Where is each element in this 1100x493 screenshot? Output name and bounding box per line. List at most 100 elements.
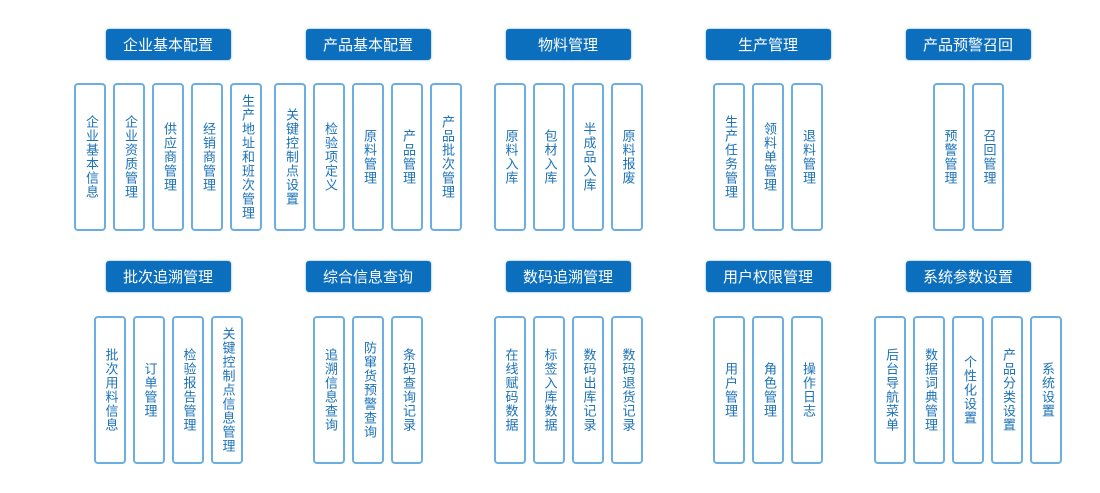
feature-box[interactable]: 包材入库 bbox=[532, 83, 565, 231]
feature-box[interactable]: 原料管理 bbox=[352, 83, 384, 231]
feature-box[interactable]: 召回管理 bbox=[971, 83, 1004, 231]
feature-label: 关键控制点设置 bbox=[283, 108, 298, 206]
feature-box[interactable]: 原料报废 bbox=[610, 83, 643, 231]
feature-label: 检验报告管理 bbox=[180, 348, 196, 432]
feature-box[interactable]: 数码退货记录 bbox=[610, 316, 643, 464]
module-items: 在线赋码数据 标签入库数据 数码出库记录 数码退货记录 bbox=[493, 316, 643, 464]
module-header[interactable]: 生产管理 bbox=[705, 29, 831, 60]
feature-label: 生产地址和班次管理 bbox=[239, 94, 254, 220]
feature-label: 企业资质管理 bbox=[122, 115, 137, 199]
module-items: 关键控制点设置 检验项定义 原料管理 产品管理 产品批次管理 bbox=[274, 83, 462, 231]
module-items: 原料入库 包材入库 半成品入库 原料报废 bbox=[493, 83, 643, 231]
module-group: 生产管理生产任务管理 领料单管理 退料管理 bbox=[668, 29, 868, 231]
feature-label: 产品分类设置 bbox=[1000, 348, 1015, 432]
feature-box[interactable]: 后台导航菜单 bbox=[874, 316, 906, 464]
module-header[interactable]: 综合信息查询 bbox=[305, 261, 431, 292]
feature-box[interactable]: 领料单管理 bbox=[752, 83, 784, 231]
feature-label: 包材入库 bbox=[541, 129, 557, 185]
feature-box[interactable]: 供应商管理 bbox=[152, 83, 184, 231]
module-group: 综合信息查询追溯信息查询 防窜货预警查询 条码查询记录 bbox=[268, 261, 468, 464]
module-items: 批次用料信息 订单管理 检验报告管理 关键控制点信息管理 bbox=[93, 316, 243, 464]
feature-box[interactable]: 在线赋码数据 bbox=[493, 316, 526, 464]
feature-label: 原料入库 bbox=[502, 129, 518, 185]
feature-box[interactable]: 批次用料信息 bbox=[93, 316, 126, 464]
module-group: 用户权限管理用户管理 角色管理操作日志 bbox=[668, 261, 868, 464]
feature-label: 企业基本信息 bbox=[83, 115, 98, 199]
module-header[interactable]: 物料管理 bbox=[505, 29, 631, 60]
feature-box[interactable]: 数据词典管理 bbox=[913, 316, 945, 464]
feature-box[interactable]: 退料管理 bbox=[791, 83, 823, 231]
feature-label: 检验项定义 bbox=[322, 122, 337, 192]
module-group: 企业基本配置企业基本信息 企业资质管理 供应商管理 经销商管理 生产地址和班次管理 bbox=[68, 29, 268, 231]
feature-box[interactable]: 生产地址和班次管理 bbox=[230, 83, 262, 231]
feature-box[interactable]: 条码查询记录 bbox=[391, 316, 423, 464]
feature-box[interactable]: 检验报告管理 bbox=[171, 316, 204, 464]
module-header[interactable]: 企业基本配置 bbox=[105, 29, 231, 60]
feature-label: 数码退货记录 bbox=[619, 348, 635, 432]
feature-box[interactable]: 标签入库数据 bbox=[532, 316, 565, 464]
feature-label: 数码出库记录 bbox=[580, 348, 596, 432]
feature-box[interactable]: 检验项定义 bbox=[313, 83, 345, 231]
feature-box[interactable]: 企业资质管理 bbox=[113, 83, 145, 231]
feature-label: 退料管理 bbox=[800, 129, 815, 185]
feature-box[interactable]: 角色管理 bbox=[752, 316, 784, 464]
feature-box[interactable]: 企业基本信息 bbox=[74, 83, 106, 231]
feature-label: 预警管理 bbox=[941, 129, 957, 185]
module-header[interactable]: 产品预警召回 bbox=[905, 29, 1031, 60]
module-header[interactable]: 用户权限管理 bbox=[705, 261, 831, 292]
feature-label: 半成品入库 bbox=[580, 122, 596, 192]
feature-label: 个性化设置 bbox=[961, 355, 976, 425]
module-items: 用户管理 角色管理操作日志 bbox=[713, 316, 823, 464]
feature-box[interactable]: 追溯信息查询 bbox=[313, 316, 345, 464]
top-row: 企业基本配置企业基本信息 企业资质管理 供应商管理 经销商管理 生产地址和班次管理 产品基… bbox=[68, 29, 1068, 231]
feature-box[interactable]: 产品批次管理 bbox=[430, 83, 462, 231]
feature-label: 批次用料信息 bbox=[102, 348, 118, 432]
module-header[interactable]: 数码追溯管理 bbox=[505, 261, 631, 292]
feature-box[interactable]: 关键控制点信息管理 bbox=[210, 316, 243, 464]
feature-label: 经销商管理 bbox=[200, 122, 215, 192]
feature-box[interactable]: 关键控制点设置 bbox=[274, 83, 306, 231]
module-header[interactable]: 批次追溯管理 bbox=[105, 261, 231, 292]
feature-label: 供应商管理 bbox=[161, 122, 176, 192]
module-group: 产品预警召回预警管理 召回管理 bbox=[868, 29, 1068, 231]
feature-box[interactable]: 个性化设置 bbox=[952, 316, 984, 464]
module-header[interactable]: 产品基本配置 bbox=[305, 29, 431, 60]
feature-box[interactable]: 防窜货预警查询 bbox=[352, 316, 384, 464]
feature-label: 防窜货预警查询 bbox=[361, 341, 376, 439]
feature-label: 原料报废 bbox=[619, 129, 635, 185]
module-items: 预警管理 召回管理 bbox=[932, 83, 1004, 231]
module-group: 批次追溯管理批次用料信息 订单管理 检验报告管理 关键控制点信息管理 bbox=[68, 261, 268, 464]
module-group: 物料管理原料入库 包材入库 半成品入库 原料报废 bbox=[468, 29, 668, 231]
feature-box[interactable]: 半成品入库 bbox=[571, 83, 604, 231]
feature-label: 条码查询记录 bbox=[400, 348, 415, 432]
bottom-row: 批次追溯管理批次用料信息 订单管理 检验报告管理 关键控制点信息管理 综合信息查询追溯信… bbox=[68, 261, 1068, 464]
feature-box[interactable]: 用户管理 bbox=[713, 316, 745, 464]
feature-label: 追溯信息查询 bbox=[322, 348, 337, 432]
feature-box[interactable]: 原料入库 bbox=[493, 83, 526, 231]
feature-label: 标签入库数据 bbox=[541, 348, 557, 432]
feature-box[interactable]: 生产任务管理 bbox=[713, 83, 745, 231]
feature-label: 产品管理 bbox=[400, 129, 415, 185]
feature-box[interactable]: 操作日志 bbox=[791, 316, 823, 464]
feature-label: 关键控制点信息管理 bbox=[219, 327, 235, 453]
feature-label: 后台导航菜单 bbox=[883, 348, 898, 432]
feature-label: 生产任务管理 bbox=[722, 115, 737, 199]
feature-label: 在线赋码数据 bbox=[502, 348, 518, 432]
module-items: 后台导航菜单数据词典管理 个性化设置 产品分类设置 系统设置 bbox=[874, 316, 1062, 464]
feature-label: 召回管理 bbox=[980, 129, 996, 185]
feature-box[interactable]: 数码出库记录 bbox=[571, 316, 604, 464]
feature-box[interactable]: 订单管理 bbox=[132, 316, 165, 464]
feature-label: 领料单管理 bbox=[761, 122, 776, 192]
feature-box[interactable]: 系统设置 bbox=[1030, 316, 1062, 464]
feature-label: 系统设置 bbox=[1039, 362, 1054, 418]
feature-box[interactable]: 预警管理 bbox=[932, 83, 965, 231]
feature-box[interactable]: 产品管理 bbox=[391, 83, 423, 231]
feature-label: 原料管理 bbox=[361, 129, 376, 185]
feature-label: 产品批次管理 bbox=[439, 115, 454, 199]
feature-box[interactable]: 经销商管理 bbox=[191, 83, 223, 231]
module-header[interactable]: 系统参数设置 bbox=[905, 261, 1031, 292]
feature-box[interactable]: 产品分类设置 bbox=[991, 316, 1023, 464]
module-group: 系统参数设置后台导航菜单数据词典管理 个性化设置 产品分类设置 系统设置 bbox=[868, 261, 1068, 464]
feature-label: 角色管理 bbox=[761, 362, 776, 418]
feature-label: 订单管理 bbox=[141, 362, 157, 418]
